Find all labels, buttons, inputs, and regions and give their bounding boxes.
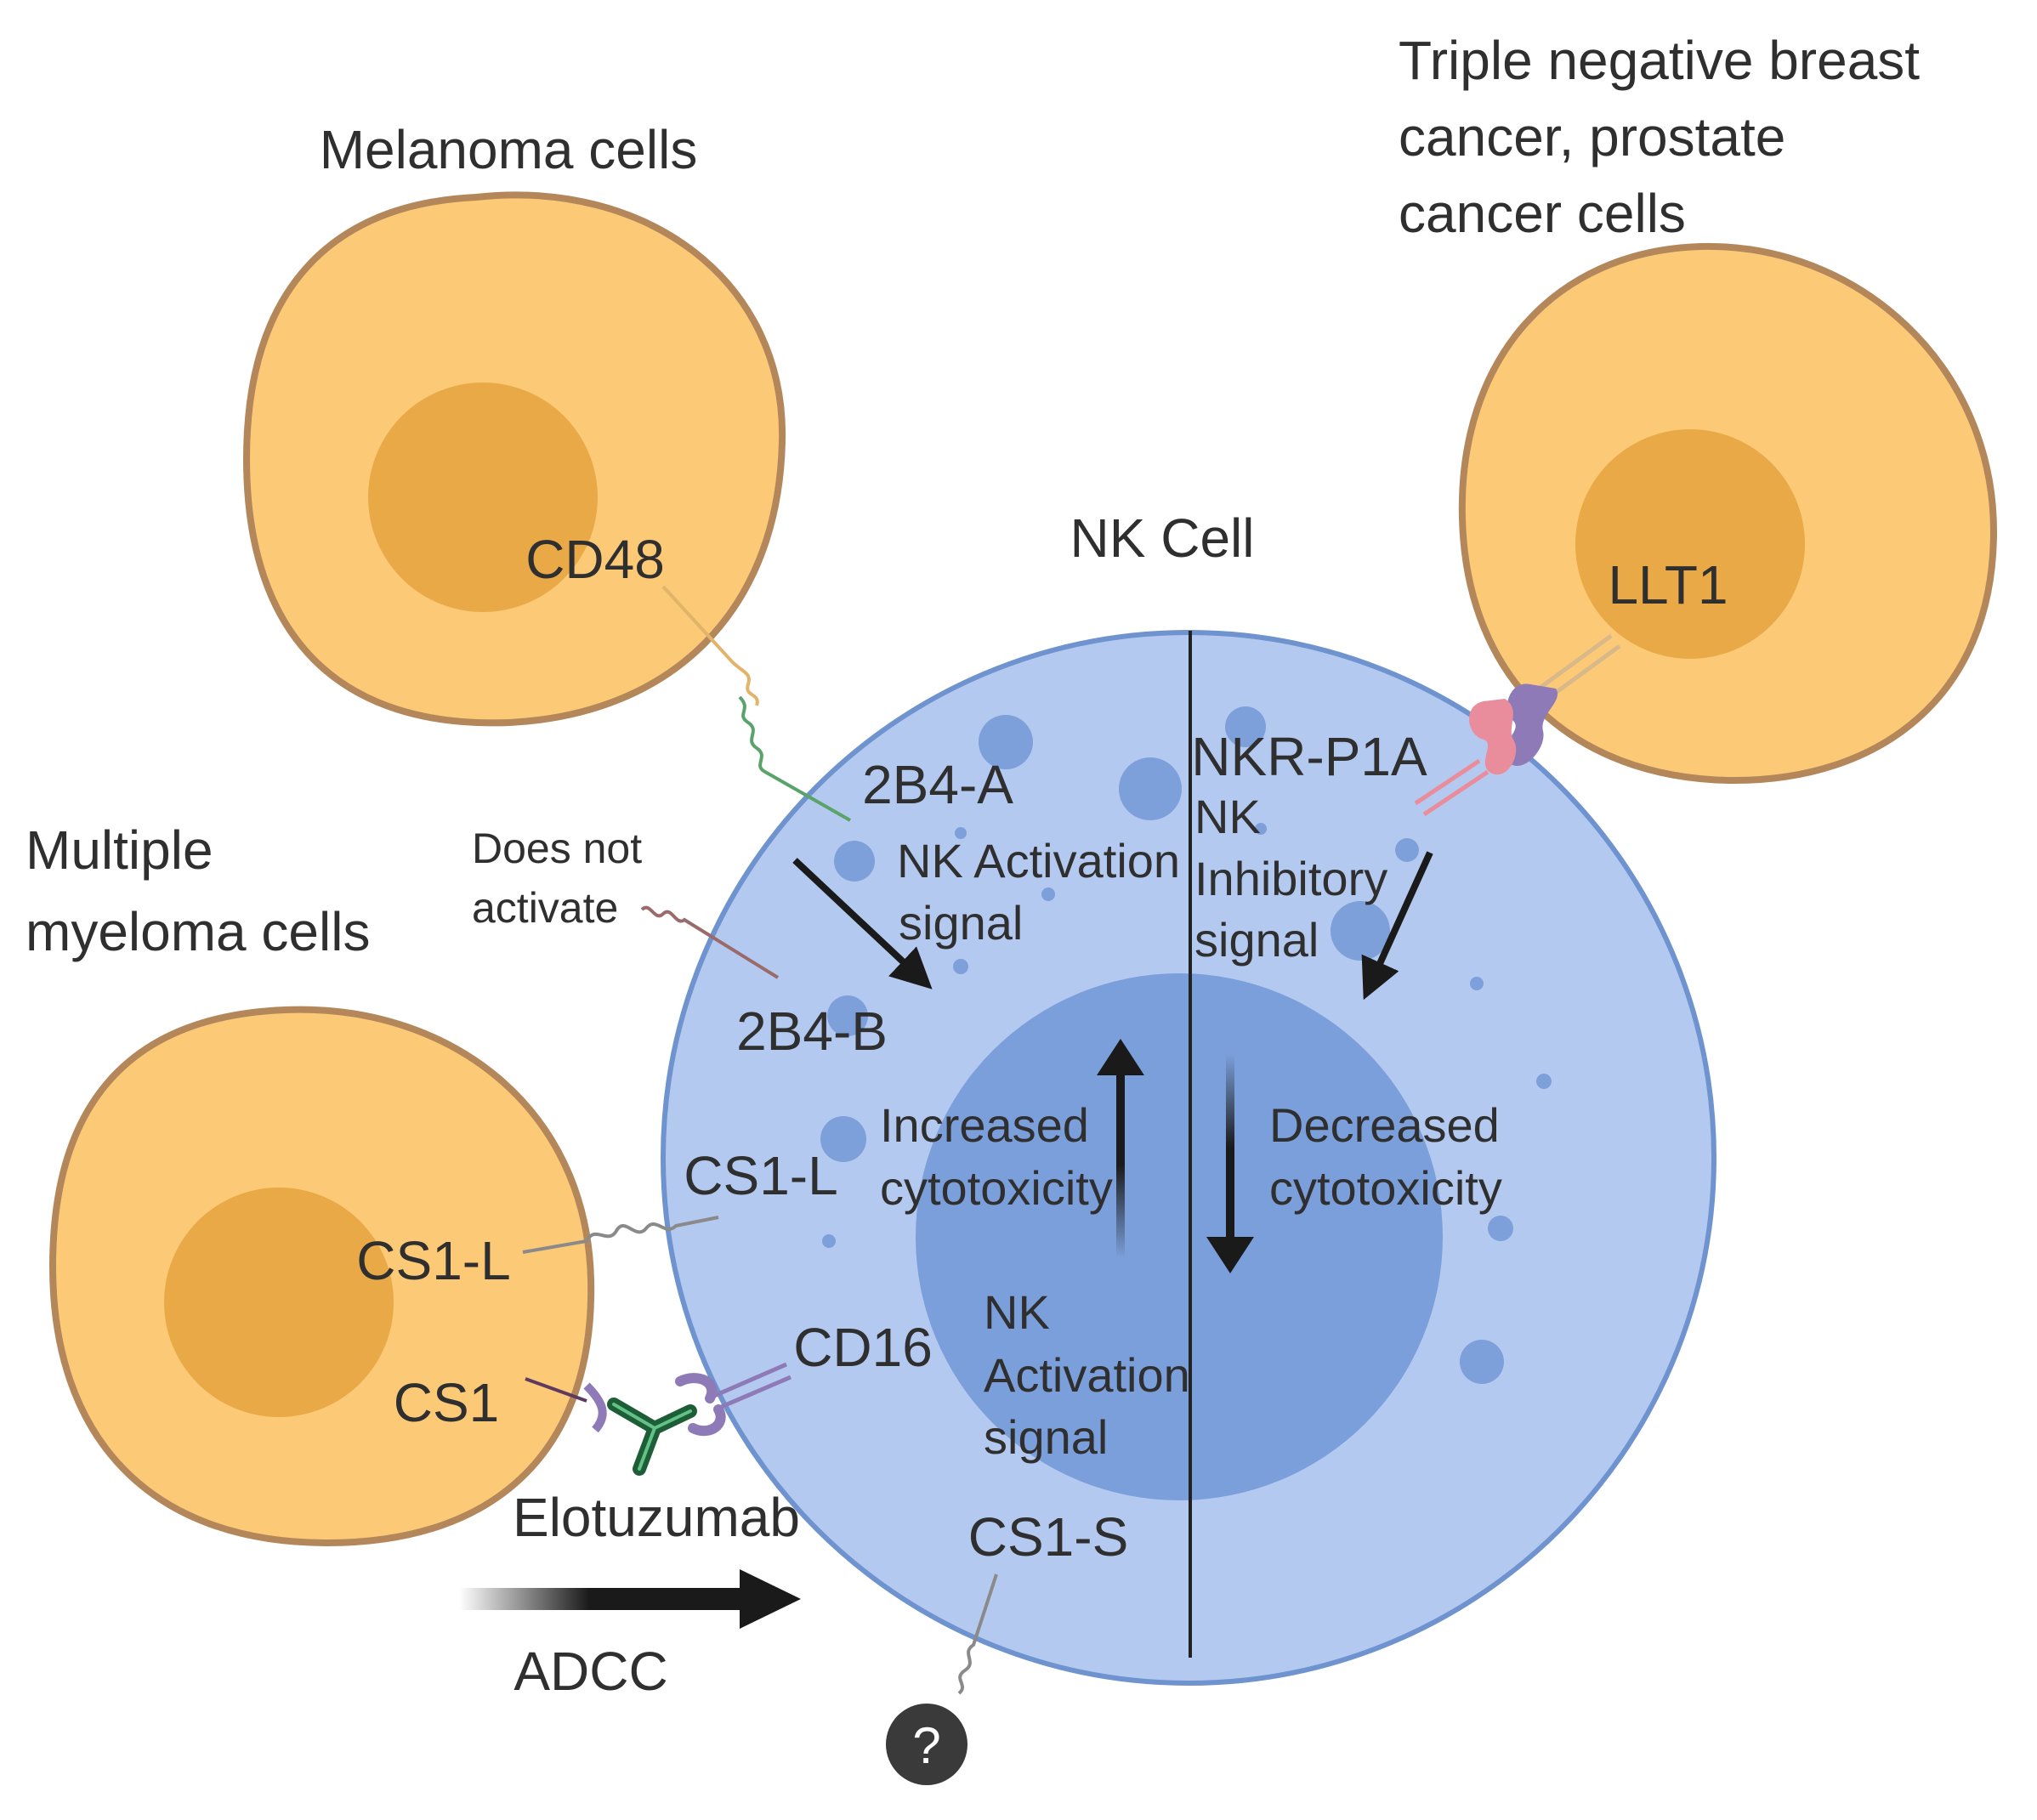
- vesicle: [1225, 706, 1266, 747]
- melanoma-nucleus: [368, 383, 598, 612]
- does-not-activate-line-2: activate: [472, 884, 618, 932]
- decreased-arrow-shaft: [1226, 1054, 1234, 1241]
- 2b4b-stalk: [640, 905, 780, 979]
- nk-cell-title: NK Cell: [1070, 507, 1255, 569]
- vesicle: [1470, 977, 1484, 990]
- nk-activation2-line-3: signal: [984, 1410, 1108, 1464]
- tnbc-title-line-1: Triple negative breast: [1399, 30, 1920, 91]
- does-not-activate-line-1: Does not: [472, 825, 642, 872]
- cd48-stalk: [661, 585, 759, 706]
- vesicle: [834, 841, 875, 882]
- vesicle: [1119, 757, 1182, 820]
- vesicle: [955, 827, 967, 839]
- cd16-receptor-icon: [675, 1373, 726, 1437]
- vesicle: [953, 959, 968, 974]
- question-icon: [886, 1704, 967, 1785]
- elotuzumab-antibody-inner: [612, 1403, 692, 1471]
- cs1l-interaction: [522, 1216, 719, 1254]
- tnbc-title-line-3: cancer cells: [1399, 183, 1686, 244]
- cs1s-group: ?: [886, 1573, 998, 1785]
- nk-activation-line-1: NK Activation: [897, 834, 1180, 887]
- myeloma-title-line-2: myeloma cells: [26, 901, 370, 962]
- nkrp1a-receptor-icon: [1469, 699, 1517, 775]
- vesicle: [827, 995, 868, 1036]
- cs1l-nk-label: CS1-L: [684, 1145, 837, 1206]
- vesicles: [820, 706, 1552, 1384]
- 2b4-a-label: 2B4-A: [862, 754, 1013, 815]
- cs1l-stalk: [522, 1216, 719, 1254]
- elotuzumab-bridge: Elotuzumab: [513, 1362, 800, 1548]
- llt1-stalk-2: [1546, 644, 1621, 701]
- myeloma-nucleus: [164, 1188, 394, 1417]
- cd16-stalk-1: [713, 1362, 787, 1398]
- adcc-arrow-shaft: [459, 1588, 748, 1610]
- cd16-label: CD16: [793, 1317, 933, 1378]
- nkrp1a-stalk-2: [1422, 769, 1489, 817]
- nk-activation2-line-2: Activation: [984, 1348, 1190, 1402]
- melanoma-cell: Melanoma cells CD48: [242, 119, 786, 727]
- nk-activation2-line-1: NK: [984, 1285, 1050, 1339]
- myeloma-title-line-1: Multiple: [26, 819, 213, 881]
- nk-inhibitory-line-3: signal: [1194, 913, 1319, 967]
- 2b4-b-label: 2B4-B: [736, 1001, 888, 1062]
- nk-cell: NK Cell 2B4-A NK Activation signal 2B4-B: [661, 507, 1716, 1686]
- cd48-2b4a-interaction: [661, 585, 851, 822]
- llt1-nkrp1a-interaction: [1414, 633, 1621, 817]
- question-mark: ?: [912, 1717, 940, 1774]
- myeloma-cell: Multiple myeloma cells CS1-L CS1: [26, 819, 595, 1547]
- adcc-label: ADCC: [514, 1641, 667, 1702]
- llt1-receptor-icon: [1504, 683, 1558, 766]
- vesicle: [979, 715, 1033, 769]
- increased-arrow-shaft: [1116, 1071, 1125, 1258]
- tnbc-cell: Triple negative breast cancer, prostate …: [1399, 30, 1998, 785]
- llt1-stalk-1: [1537, 633, 1613, 691]
- increased-line-1: Increased: [880, 1098, 1089, 1152]
- vesicle: [822, 1234, 836, 1248]
- nk-inhibitory-line-1: NK: [1194, 790, 1261, 843]
- nkr-p1a-label: NKR-P1A: [1191, 726, 1427, 787]
- vesicle: [820, 1116, 866, 1162]
- decreased-line-2: cytotoxicity: [1269, 1161, 1502, 1215]
- decreased-line-1: Decreased: [1269, 1098, 1500, 1152]
- tnbc-nucleus: [1575, 429, 1805, 659]
- nkrp1a-stalk-1: [1414, 758, 1481, 806]
- cd16-stalk-2: [718, 1375, 792, 1410]
- cs1l-myeloma-label: CS1-L: [356, 1230, 510, 1291]
- does-not-activate-group: Does not activate: [472, 825, 780, 979]
- increased-arrow-head: [1097, 1039, 1144, 1075]
- cs1s-stalk: [957, 1573, 998, 1695]
- cd48-label: CD48: [525, 529, 665, 590]
- cs1-s-label: CS1-S: [968, 1506, 1129, 1568]
- increased-line-2: cytotoxicity: [880, 1161, 1113, 1215]
- decreased-arrow-head: [1206, 1237, 1254, 1273]
- vesicle: [1395, 838, 1419, 862]
- cs1-receptor-icon: [583, 1382, 607, 1433]
- 2b4a-stalk: [738, 695, 851, 822]
- llt1-label: LLT1: [1608, 554, 1728, 615]
- signal-arrows: ADCC: [459, 851, 1433, 1702]
- vesicle: [1488, 1216, 1513, 1241]
- adcc-arrow-head: [740, 1569, 801, 1629]
- vesicle: [1460, 1340, 1504, 1384]
- nk-activation-line-2: signal: [899, 896, 1023, 950]
- nk-nucleus: [916, 973, 1443, 1500]
- vesicle: [1536, 1074, 1552, 1089]
- elotuzumab-label: Elotuzumab: [513, 1487, 800, 1548]
- cs1-myeloma-label: CS1: [394, 1372, 500, 1433]
- vesicle: [1041, 887, 1055, 901]
- tnbc-title-line-2: cancer, prostate: [1399, 106, 1785, 167]
- melanoma-title: Melanoma cells: [320, 119, 698, 180]
- inhibitory-arrow: [1361, 851, 1433, 1001]
- nk-inhibitory-line-2: Inhibitory: [1194, 852, 1387, 905]
- activation-arrow: [792, 858, 933, 989]
- cs1-stalk: [525, 1377, 587, 1403]
- vesicle: [1331, 901, 1390, 961]
- vesicle: [1255, 823, 1267, 835]
